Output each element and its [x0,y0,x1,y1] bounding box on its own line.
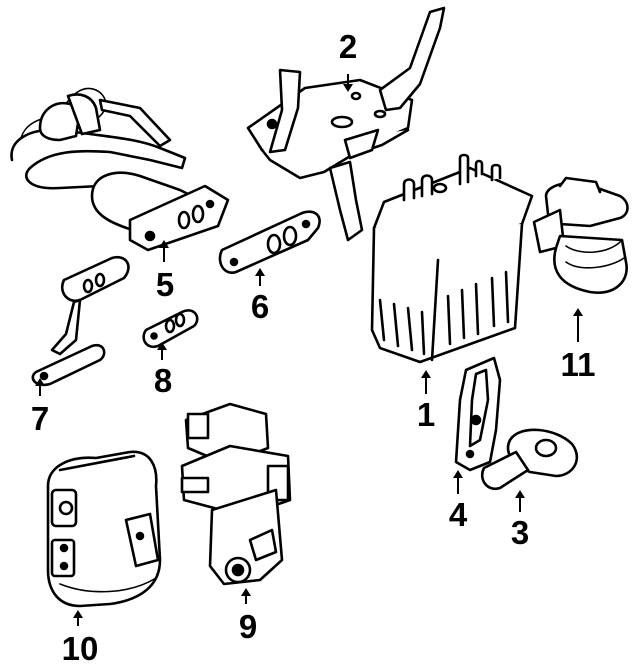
part-10-shield-cover[interactable] [46,450,162,608]
callout-10[interactable]: 10 [62,630,99,666]
callout-1[interactable]: 1 [417,396,435,433]
callout-4[interactable]: 4 [449,496,468,533]
callout-6[interactable]: 6 [251,288,269,325]
callout-11[interactable]: 11 [561,346,596,383]
callout-numbers: 2 5 6 8 7 1 11 4 3 9 10 [31,28,596,666]
callout-7[interactable]: 7 [31,400,49,437]
callout-leaders [35,74,583,626]
callout-9[interactable]: 9 [239,608,257,645]
callout-3[interactable]: 3 [511,514,529,551]
callout-8[interactable]: 8 [154,362,172,399]
part-3-check-valve[interactable] [480,428,579,491]
callout-5[interactable]: 5 [156,266,174,303]
part-6-gasket[interactable] [218,210,321,274]
callout-2[interactable]: 2 [339,28,357,65]
part-8-small-gasket[interactable] [142,309,199,349]
part-4-bracket[interactable] [454,356,502,472]
part-1-vapor-canister[interactable] [370,153,534,364]
part-11-purge-solenoid[interactable] [532,176,629,294]
part-7-tube-flange[interactable] [31,255,130,387]
part-2-bracket[interactable] [246,6,446,242]
part-9-air-valve[interactable] [180,402,292,586]
part-5-valve-with-hoses[interactable] [10,87,230,252]
